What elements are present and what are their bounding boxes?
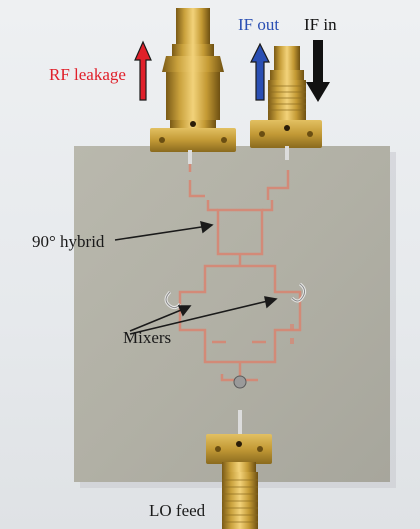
if-in-label: IF in — [304, 15, 337, 34]
rf-leakage-label: RF leakage — [49, 65, 126, 84]
rf-connector — [150, 8, 236, 164]
annotation-pointers — [114, 220, 278, 335]
mixer-pointer-right — [129, 299, 273, 335]
mixer-pointer-left — [129, 307, 187, 332]
lo-feed-label: LO feed — [149, 501, 206, 520]
mixers-label: Mixers — [123, 328, 172, 347]
mixer-diodes — [164, 282, 307, 389]
lo-connector — [206, 410, 272, 529]
if-out-arrow-icon — [250, 42, 270, 101]
hybrid-label: 90° hybrid — [32, 232, 105, 251]
if-out-label: IF out — [238, 15, 280, 34]
mixer-pointer-right-head — [264, 296, 278, 309]
pcb-board — [74, 146, 390, 482]
mixer-ring-trace — [178, 264, 302, 364]
hybrid-pointer — [114, 225, 209, 241]
mixer-pointer-left-head — [177, 305, 192, 317]
rf-leakage-arrow-icon — [134, 40, 152, 101]
if-connector — [250, 46, 322, 160]
if-in-arrow-icon — [306, 40, 330, 102]
hybrid-pointer-head — [200, 220, 214, 234]
